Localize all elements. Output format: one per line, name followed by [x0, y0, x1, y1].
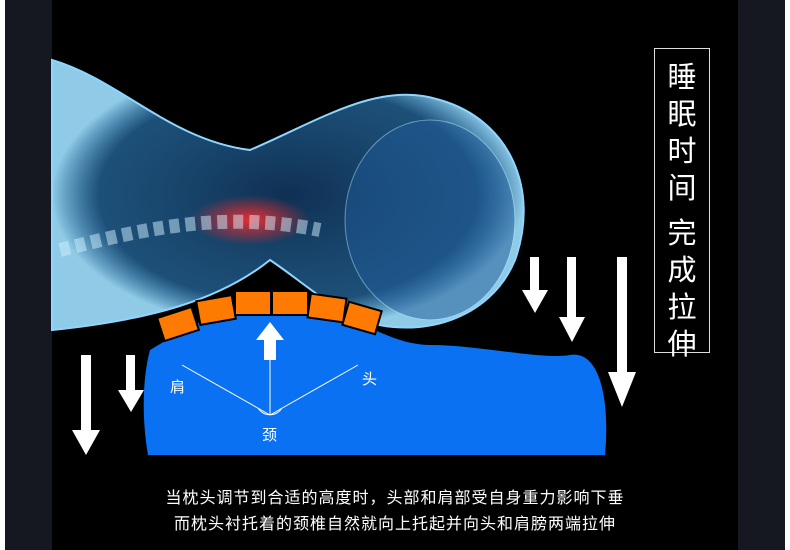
title-char: 伸	[667, 327, 697, 361]
vertical-title: 睡 眠 时 间 完 成 拉 伸	[654, 48, 710, 361]
title-char: 眠	[667, 97, 697, 131]
title-char: 间	[667, 171, 697, 205]
down-arrow-icon	[559, 257, 585, 342]
skeleton-figure	[51, 58, 525, 332]
right-border	[738, 0, 785, 550]
angle-lines	[181, 360, 359, 416]
up-arrow-icon	[256, 322, 284, 360]
left-border	[5, 0, 52, 550]
title-char: 成	[667, 253, 697, 287]
head-label: 头	[362, 370, 378, 388]
down-arrow-icon	[72, 355, 100, 455]
neck-label: 颈	[262, 426, 278, 444]
title-char: 完	[667, 216, 697, 250]
title-char: 拉	[667, 290, 697, 324]
down-arrow-icon	[608, 257, 636, 407]
down-arrow-icon	[522, 257, 548, 313]
title-char: 时	[667, 134, 697, 168]
support-pads	[155, 290, 383, 343]
caption-line-1: 当枕头调节到合适的高度时，头部和肩部受自身重力影响下垂	[165, 488, 625, 507]
arrows	[72, 257, 636, 455]
caption-line-2: 而枕头衬托着的颈椎自然就向上托起并向头和肩膀两端拉伸	[173, 514, 616, 533]
down-arrow-icon	[118, 355, 144, 412]
title-char: 睡	[667, 60, 697, 94]
shoulder-label: 肩	[170, 378, 186, 396]
